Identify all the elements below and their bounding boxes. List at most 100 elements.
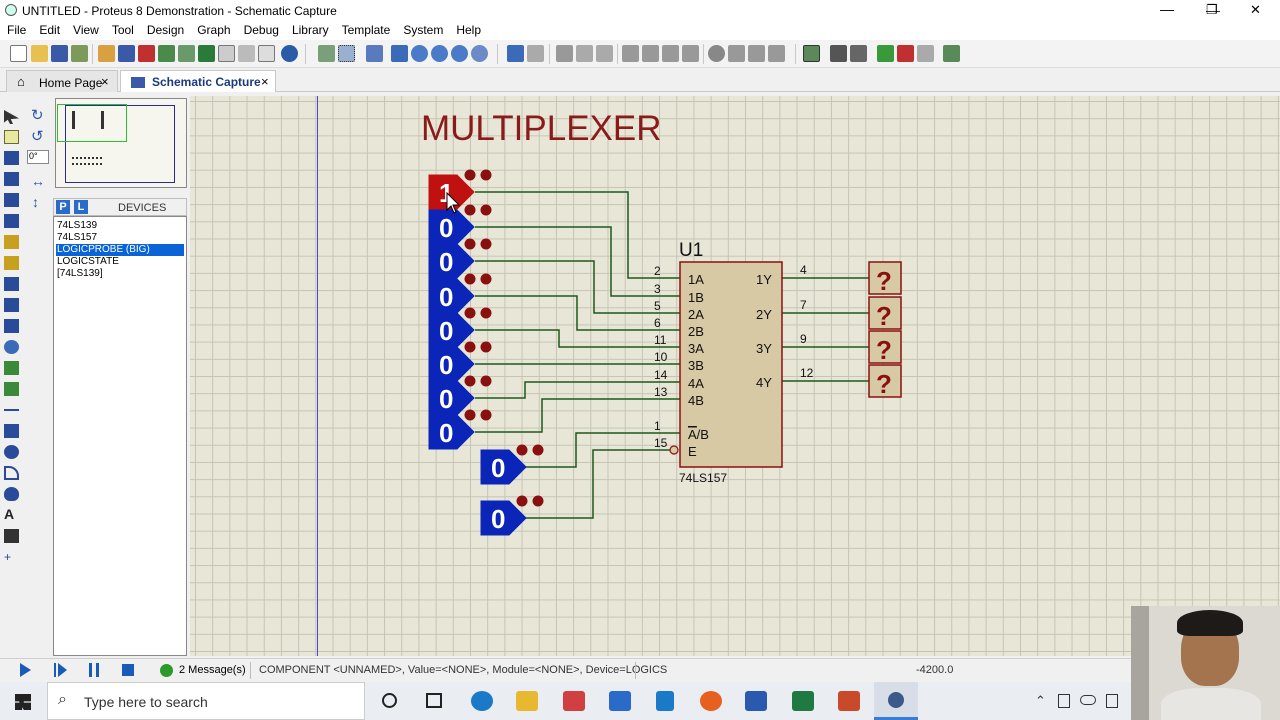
component-mode-icon[interactable] [4, 130, 19, 144]
device-item[interactable]: 74LS157 [57, 232, 98, 243]
powerpoint-icon[interactable] [838, 691, 860, 711]
play-icon[interactable] [20, 663, 31, 677]
help-icon[interactable] [281, 45, 298, 62]
store-icon[interactable] [563, 691, 585, 711]
menu-system[interactable]: System [403, 23, 444, 37]
bluetooth-icon[interactable] [656, 691, 674, 711]
device-item[interactable]: 74LS139 [57, 220, 98, 231]
goto-parent-icon[interactable] [917, 45, 934, 62]
block-rotate-icon[interactable] [662, 45, 679, 62]
device-item[interactable]: [74LS139] [57, 268, 103, 279]
subcircuit-icon[interactable] [4, 235, 19, 249]
wire[interactable] [475, 191, 680, 279]
network-icon[interactable] [1106, 694, 1118, 708]
menu-design[interactable]: Design [146, 23, 185, 37]
device-item-selected[interactable]: LOGICPROBE (BIG) [56, 244, 184, 256]
rotate-anticlockwise-icon[interactable]: ↺ [31, 128, 44, 145]
logic-probe-2[interactable]: ? [868, 296, 902, 331]
restore-button[interactable]: ❐ [1206, 2, 1218, 17]
text-icon[interactable]: A [4, 506, 15, 522]
menu-view[interactable]: View [73, 23, 99, 37]
menu-library[interactable]: Library [291, 23, 329, 37]
graph-mode-icon[interactable] [4, 298, 19, 312]
terminals-icon[interactable] [4, 256, 19, 270]
step-icon[interactable] [54, 663, 68, 677]
notes-icon[interactable] [258, 45, 275, 62]
save-icon[interactable] [51, 45, 68, 62]
menu-template[interactable]: Template [341, 23, 391, 37]
tab-home-page[interactable]: ⌂ Home Page × [6, 70, 118, 92]
origin-icon[interactable] [366, 45, 383, 62]
wire[interactable] [517, 449, 670, 519]
edge-icon[interactable] [471, 691, 493, 711]
logic-state-input-4[interactable]: 0 [428, 273, 492, 314]
proteus-taskbar-button[interactable] [874, 682, 918, 720]
overview-window[interactable] [55, 98, 187, 188]
wire[interactable] [475, 381, 680, 399]
logic-state-input-7[interactable]: 0 [428, 375, 492, 416]
make-device-icon[interactable] [728, 45, 745, 62]
pcb-layout-icon[interactable] [138, 45, 155, 62]
design-explorer-icon[interactable] [218, 45, 235, 62]
tab-home-page-close[interactable]: × [101, 74, 109, 89]
wire[interactable] [475, 226, 680, 297]
current-probe-icon[interactable] [4, 382, 19, 396]
property-assignment-icon[interactable] [850, 45, 867, 62]
device-item[interactable]: LOGICSTATE [57, 256, 119, 267]
logic-state-input-3[interactable]: 0 [428, 238, 492, 279]
logic-state-input-2[interactable]: 0 [428, 204, 492, 245]
open-folder-icon[interactable] [31, 45, 48, 62]
arc-icon[interactable] [4, 466, 19, 480]
new-file-icon[interactable] [10, 45, 27, 62]
task-view-icon[interactable] [426, 693, 442, 708]
show-hidden-icons[interactable]: ⌃ [1035, 693, 1046, 708]
zoom-area-icon[interactable] [471, 45, 488, 62]
firefox-icon[interactable] [700, 691, 722, 711]
word-icon[interactable] [745, 691, 767, 711]
zoom-out-icon[interactable] [431, 45, 448, 62]
zoom-all-icon[interactable] [451, 45, 468, 62]
remove-sheet-icon[interactable] [897, 45, 914, 62]
tape-recorder-icon[interactable] [4, 319, 19, 333]
generator-icon[interactable] [4, 340, 19, 354]
search-tag-icon[interactable] [830, 45, 847, 62]
circle-icon[interactable] [4, 445, 19, 459]
wire[interactable] [475, 295, 680, 331]
3d-view-icon[interactable] [178, 45, 195, 62]
symbol-icon[interactable] [4, 529, 19, 543]
line-icon[interactable] [4, 409, 19, 411]
tab-schematic-close[interactable]: × [261, 74, 269, 89]
grid-toggle-icon[interactable] [338, 45, 355, 62]
library-manager-button[interactable]: L [74, 200, 88, 214]
block-move-icon[interactable] [642, 45, 659, 62]
minimize-button[interactable]: — [1206, 2, 1220, 18]
save-all-icon[interactable] [71, 45, 88, 62]
wire-autorouter-icon[interactable] [803, 45, 820, 62]
undo-icon[interactable] [507, 45, 524, 62]
menu-graph[interactable]: Graph [197, 23, 231, 37]
messages-icon[interactable] [160, 664, 173, 677]
logic-state-input-8[interactable]: 0 [428, 409, 492, 450]
selection-mode-icon[interactable] [4, 110, 19, 124]
tab-schematic-capture[interactable]: Schematic Capture × [120, 70, 276, 92]
copy-icon[interactable] [576, 45, 593, 62]
home-page-icon[interactable] [98, 45, 115, 62]
onedrive-icon[interactable] [1080, 695, 1096, 705]
schematic-icon[interactable] [118, 45, 135, 62]
paste-icon[interactable] [596, 45, 613, 62]
device-pins-icon[interactable] [4, 277, 19, 291]
block-copy-icon[interactable] [622, 45, 639, 62]
logic-probe-3[interactable]: ? [868, 330, 902, 365]
new-sheet-icon[interactable] [877, 45, 894, 62]
packaging-tool-icon[interactable] [748, 45, 765, 62]
path-icon[interactable] [4, 487, 19, 501]
rotate-clockwise-icon[interactable]: ↻ [31, 107, 44, 124]
mail-icon[interactable] [609, 691, 631, 711]
mirror-horizontal-icon[interactable]: ↔ [31, 173, 45, 189]
pause-icon[interactable] [89, 663, 99, 677]
rotation-angle-field[interactable]: 0° [27, 150, 49, 164]
logic-state-enable[interactable]: 0 [480, 495, 544, 536]
decompose-icon[interactable] [768, 45, 785, 62]
zoom-in-icon[interactable] [411, 45, 428, 62]
